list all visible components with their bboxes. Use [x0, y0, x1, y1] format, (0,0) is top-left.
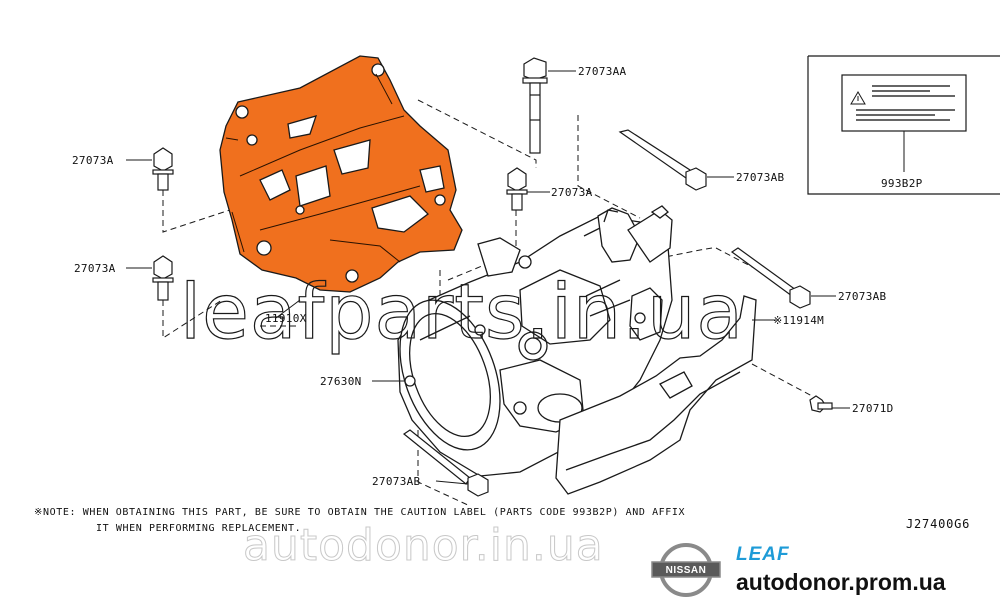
nissan-wordmark: NISSAN: [666, 565, 707, 576]
watermark-autodonor: autodonor.in.ua: [243, 520, 604, 571]
label-27073a-upper-left: 27073A: [72, 154, 114, 167]
watermark-leafparts: leafparts.in.ua: [180, 267, 744, 356]
bolt-27073ab-bottom: [402, 429, 489, 497]
label-11910x: 11910X: [265, 312, 307, 325]
bolt-27073aa: [522, 57, 548, 154]
bolt-27073ab-mid-right: [730, 247, 811, 309]
bolt-27073a-lower-left: [152, 255, 174, 301]
bolt-27071d: [809, 395, 833, 413]
label-11914m: ※11914M: [773, 314, 824, 327]
note-line-2: IT WHEN PERFORMING REPLACEMENT.: [96, 523, 301, 534]
label-caution-993b2p: 993B2P: [881, 177, 923, 190]
leaf-logo: LEAF: [734, 544, 818, 565]
diagram-code: J27400G6: [906, 517, 970, 531]
bolt-27073a-center: [506, 167, 528, 211]
site-url: autodonor.prom.ua: [736, 569, 946, 595]
bolt-27073ab-top-right: [618, 129, 707, 191]
label-27073ab-top-right: 27073AB: [736, 171, 785, 184]
compressor-bracket: [219, 55, 463, 293]
bolt-27073a-upper-left: [152, 147, 174, 191]
caution-label-box: [807, 55, 1000, 195]
label-27073ab-mid-right: 27073AB: [838, 290, 887, 303]
note-line-1: ※NOTE: WHEN OBTAINING THIS PART, BE SURE…: [34, 507, 685, 518]
leaf-wordmark: LEAF: [736, 544, 790, 565]
label-27630n: 27630N: [320, 375, 362, 388]
leader-lines: [126, 70, 850, 485]
label-27073a-center: 27073A: [551, 186, 593, 199]
nissan-logo: NISSAN: [651, 543, 721, 597]
label-27071d: 27071D: [852, 402, 894, 415]
label-27073ab-bottom: 27073AB: [372, 475, 421, 488]
label-27073a-lower-left: 27073A: [74, 262, 116, 275]
label-27073aa: 27073AA: [578, 65, 627, 78]
insulator-cover: [555, 295, 757, 495]
